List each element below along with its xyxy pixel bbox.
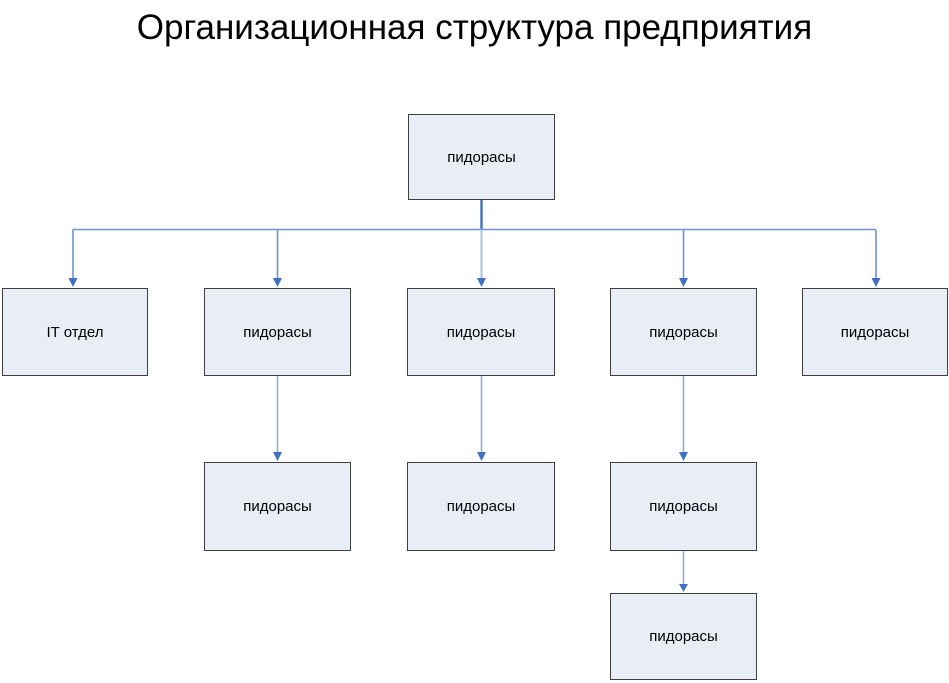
- org-node-label: пидорасы: [243, 498, 312, 515]
- diagram-title: Организационная структура предприятия: [136, 8, 813, 47]
- org-node-dept-4-grandchild: пидорасы: [610, 593, 757, 680]
- org-node-label: пидорасы: [446, 323, 516, 341]
- org-node-dept-2: пидорасы: [204, 288, 351, 376]
- org-node-dept-4-child: пидорасы: [610, 462, 757, 551]
- arrowhead-icon: [871, 278, 881, 287]
- org-node-root: пидорасы: [408, 114, 555, 200]
- arrowhead-icon: [477, 278, 486, 287]
- arrowhead-icon: [679, 278, 688, 287]
- arrowhead-icon: [68, 278, 78, 287]
- arrowhead-icon: [273, 452, 282, 461]
- org-node-dept-3: пидорасы: [407, 288, 555, 376]
- org-node-label: пидорасы: [649, 323, 718, 341]
- org-node-label: пидорасы: [649, 498, 718, 515]
- org-node-label: пидорасы: [447, 148, 516, 166]
- org-node-dept-5: пидорасы: [802, 288, 948, 376]
- arrowhead-icon: [273, 278, 282, 287]
- org-node-dept-3-child: пидорасы: [407, 462, 555, 551]
- arrowhead-icon: [679, 452, 688, 461]
- org-node-dept-4: пидорасы: [610, 288, 757, 376]
- org-node-label: пидорасы: [446, 498, 516, 515]
- org-node-label: пидорасы: [243, 323, 312, 341]
- org-node-label: пидорасы: [840, 323, 910, 341]
- org-node-label: IT отдел: [46, 323, 104, 341]
- org-node-it-dept: IT отдел: [2, 288, 148, 376]
- org-node-dept-2-child: пидорасы: [204, 462, 351, 551]
- arrowhead-icon: [477, 452, 486, 461]
- arrowhead-icon: [679, 584, 688, 592]
- org-node-label: пидорасы: [649, 628, 718, 645]
